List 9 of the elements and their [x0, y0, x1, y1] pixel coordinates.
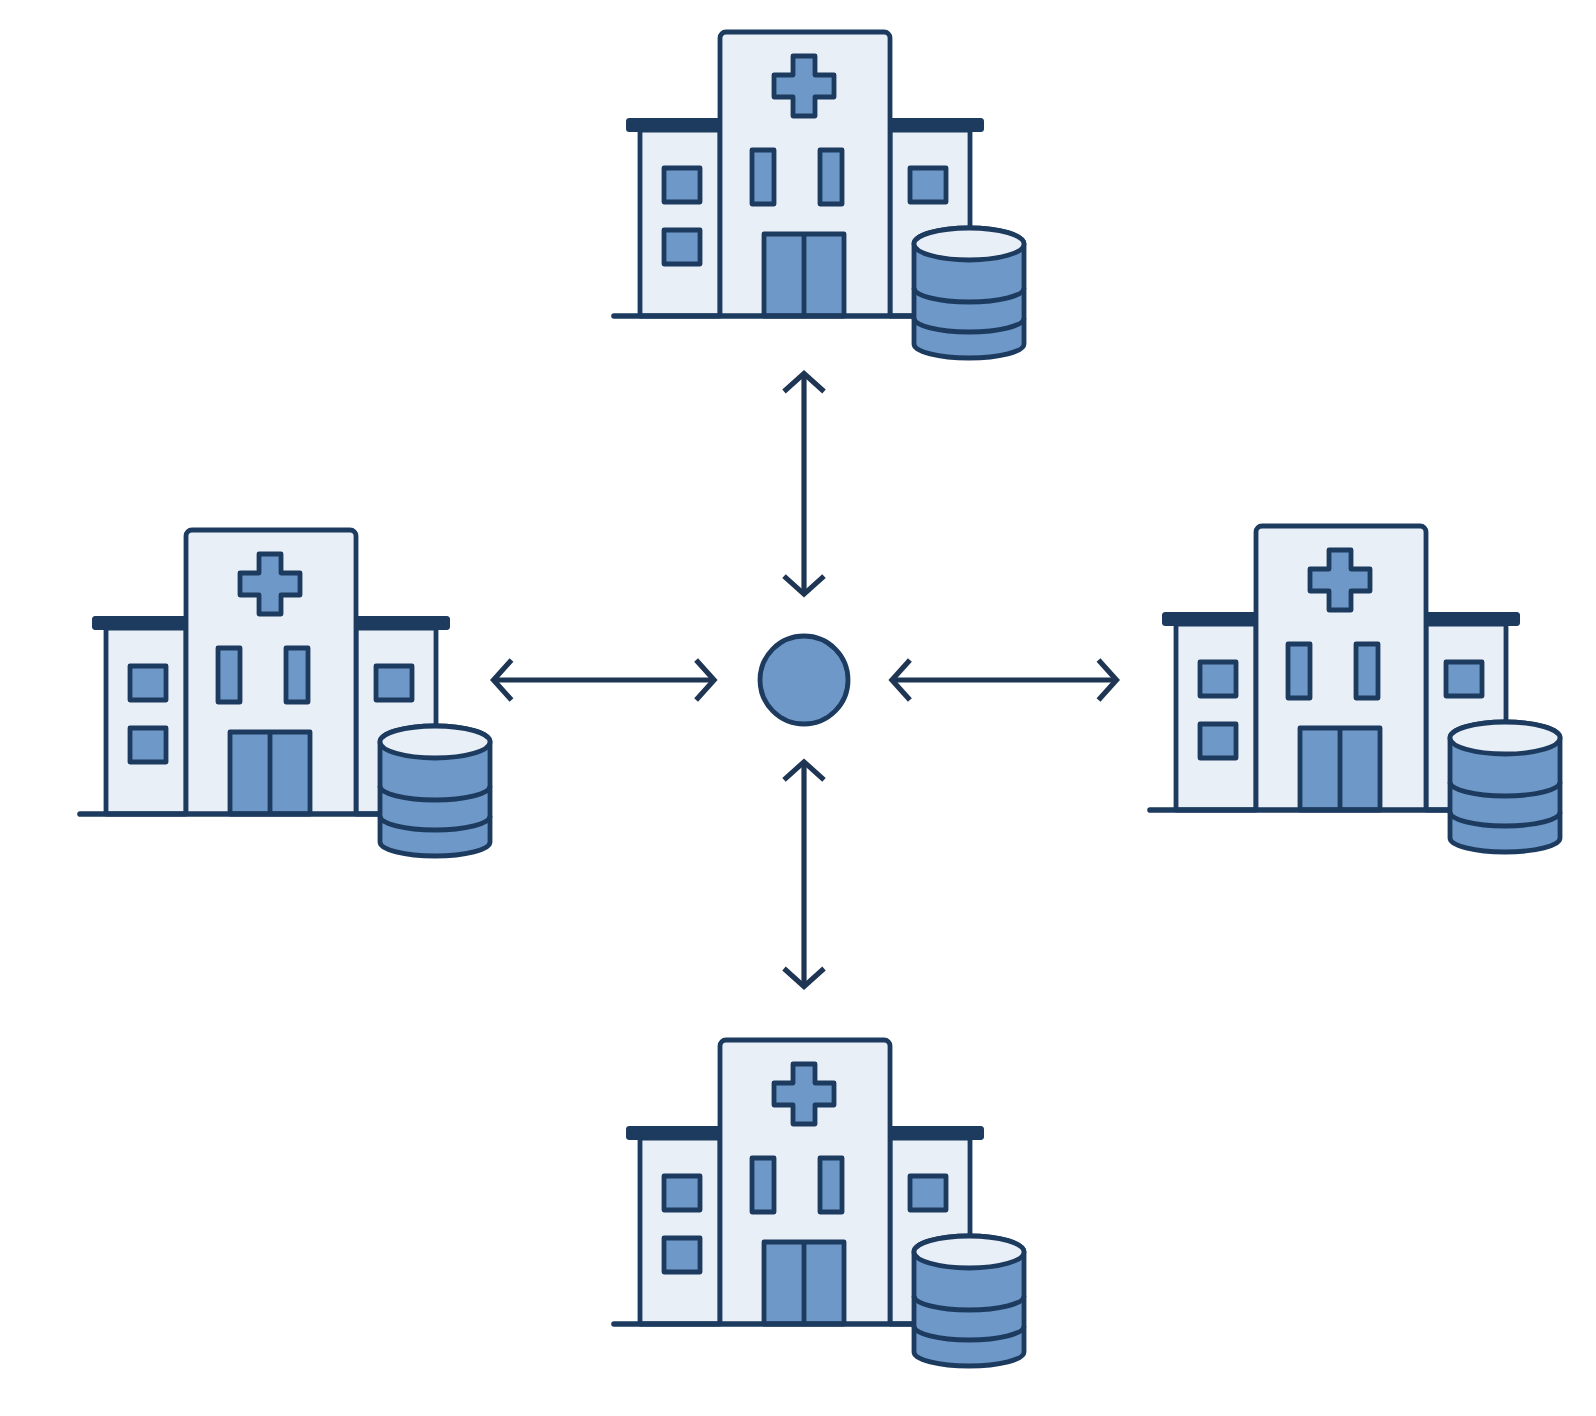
double-arrow	[490, 658, 718, 702]
hub-circle	[757, 633, 851, 727]
double-arrow	[782, 758, 826, 990]
double-arrow	[782, 370, 826, 598]
double-arrow	[888, 658, 1120, 702]
hospital-icon	[611, 1037, 1027, 1369]
hospital-icon	[1147, 523, 1563, 855]
hospital-icon	[611, 29, 1027, 361]
hospital-icon	[77, 527, 493, 859]
